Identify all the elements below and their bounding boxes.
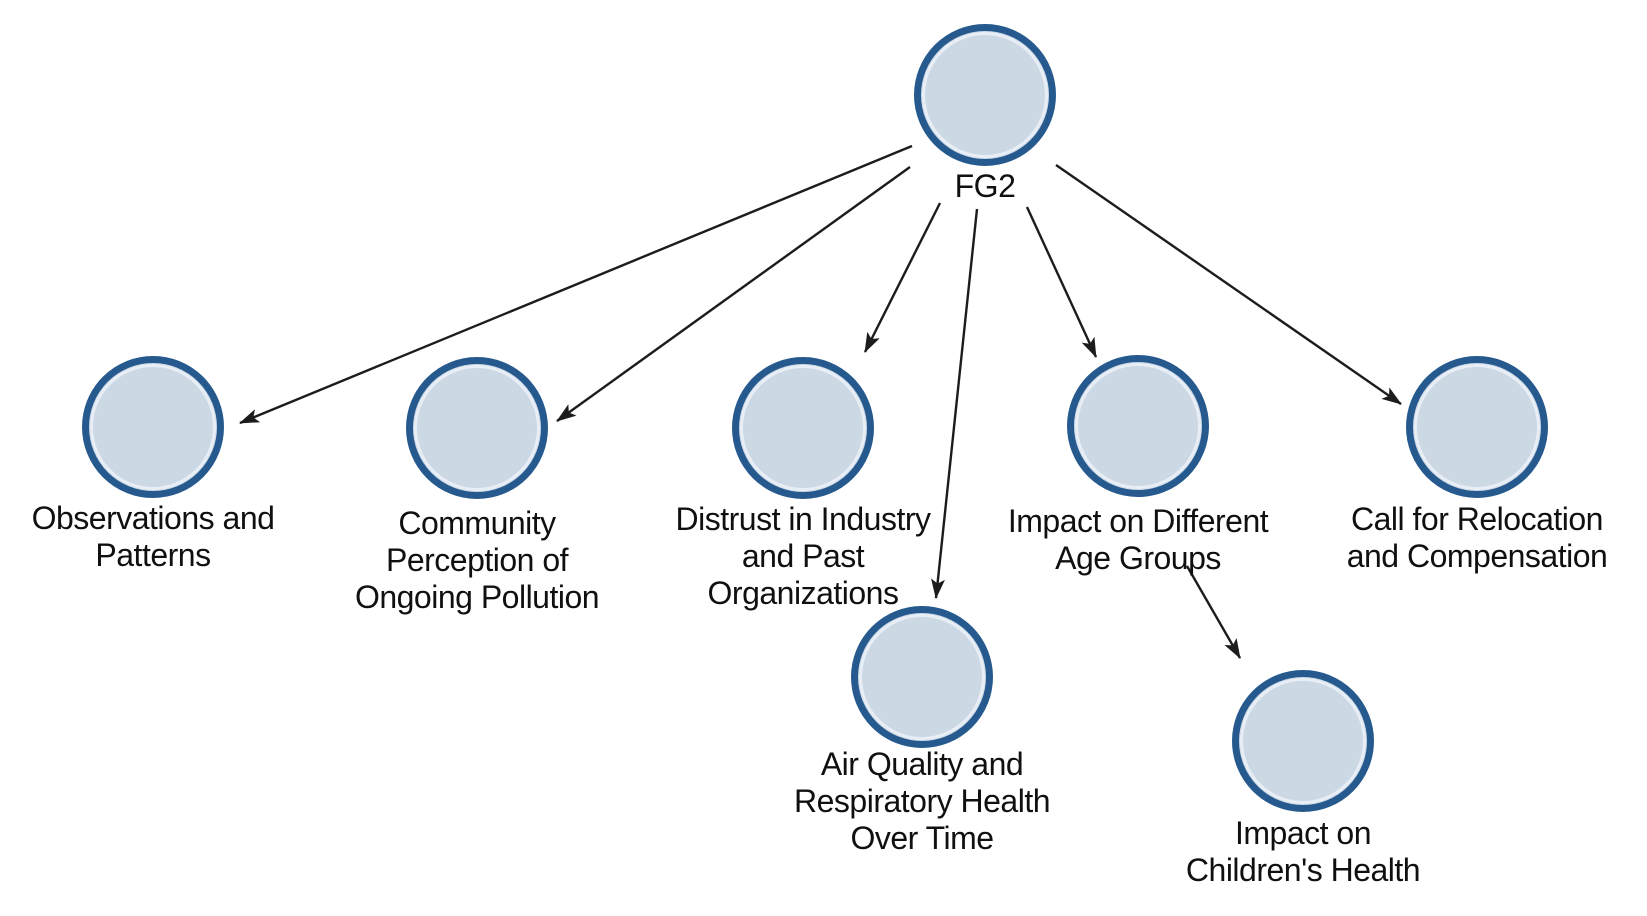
node-circle-childrens-health [1232, 670, 1374, 812]
node-inner-ring-age-groups [1075, 363, 1201, 489]
edge-arrow-fg2-to-observations-patterns [239, 144, 913, 425]
node-inner-ring-fg2 [922, 32, 1048, 158]
node-circle-distrust-industry [732, 357, 874, 499]
node-circle-relocation-compensation [1406, 356, 1548, 498]
node-circle-community-perception [406, 357, 548, 499]
node-inner-ring-community-perception [414, 365, 540, 491]
node-inner-ring-air-quality [859, 614, 985, 740]
node-inner-ring-observations-patterns [90, 364, 216, 490]
node-circle-observations-patterns [82, 356, 224, 498]
edge-arrow-fg2-to-distrust-industry [863, 202, 942, 353]
node-inner-ring-distrust-industry [740, 365, 866, 491]
node-inner-ring-childrens-health [1240, 678, 1366, 804]
node-circle-age-groups [1067, 355, 1209, 497]
node-circle-air-quality [851, 606, 993, 748]
edge-arrow-fg2-to-age-groups [1025, 206, 1098, 358]
node-label-fg2: FG2 [955, 168, 1016, 204]
graph-node-fg2: FG2 [914, 24, 1056, 204]
node-circle-fg2 [914, 24, 1056, 166]
edge-arrow-fg2-to-community-perception [556, 166, 911, 422]
edge-arrow-fg2-to-relocation-compensation [1055, 164, 1402, 405]
edge-arrow-fg2-to-air-quality [931, 208, 979, 599]
node-inner-ring-relocation-compensation [1414, 364, 1540, 490]
edge-arrow-age-groups-to-childrens-health [1185, 565, 1242, 659]
